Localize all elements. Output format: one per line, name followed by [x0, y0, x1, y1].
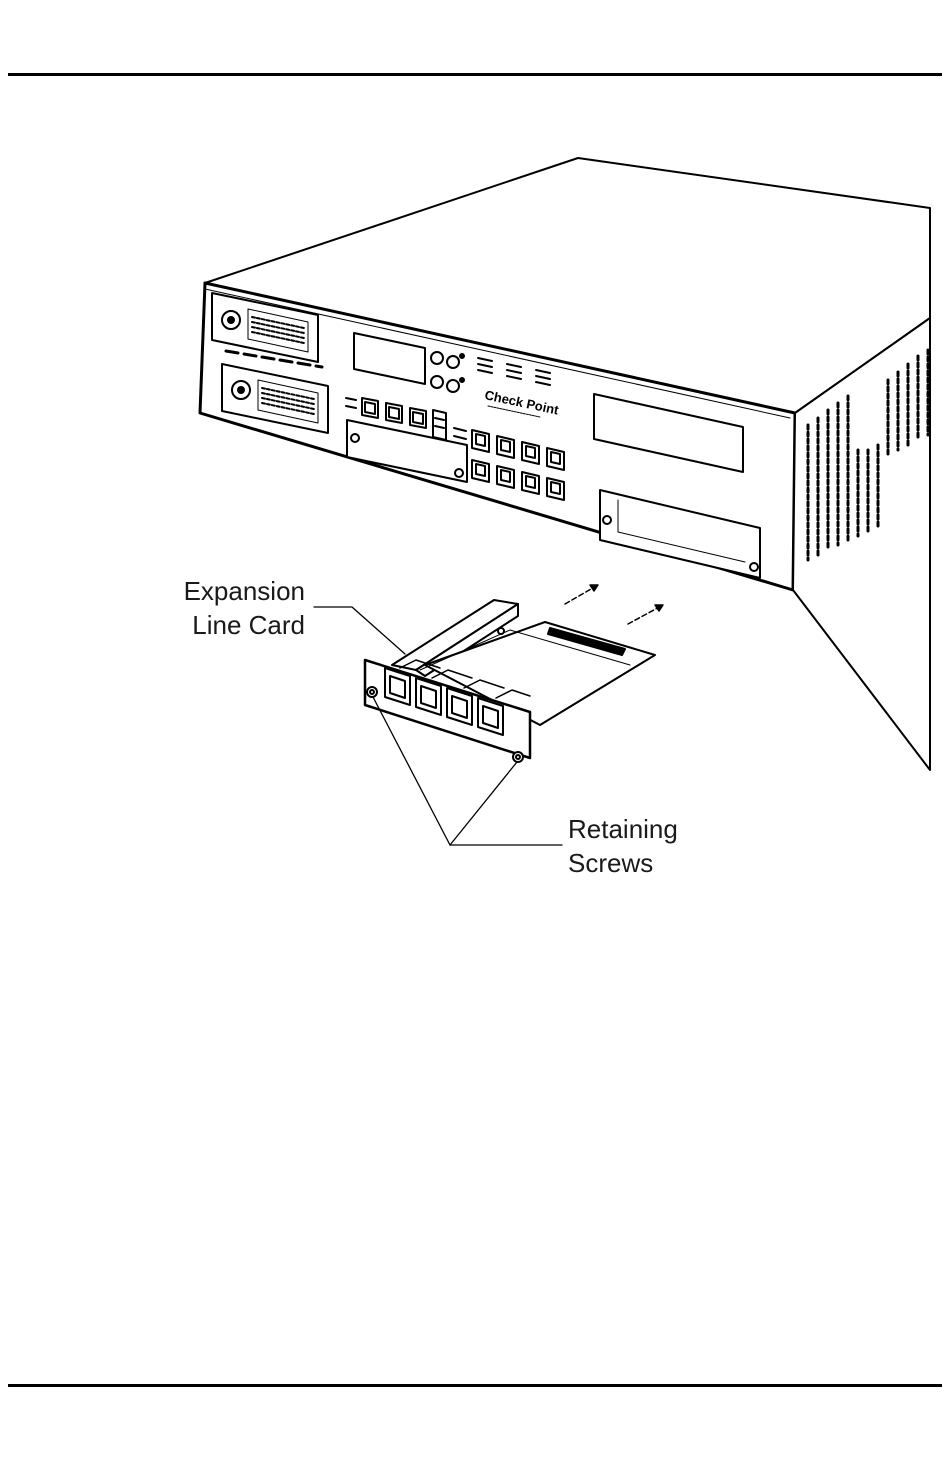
- callout-screws-line1: Retaining: [568, 812, 678, 846]
- footer-rule: [8, 1384, 942, 1387]
- callout-expansion-line-card: Expansion Line Card: [165, 574, 305, 642]
- callout-expansion-line2: Line Card: [165, 608, 305, 642]
- callout-retaining-screws: Retaining Screws: [568, 812, 678, 880]
- expansion-line-card: [365, 600, 655, 762]
- callout-screws-line2: Screws: [568, 846, 678, 880]
- callout-expansion-line1: Expansion: [165, 574, 305, 608]
- insertion-arrows: [565, 585, 663, 624]
